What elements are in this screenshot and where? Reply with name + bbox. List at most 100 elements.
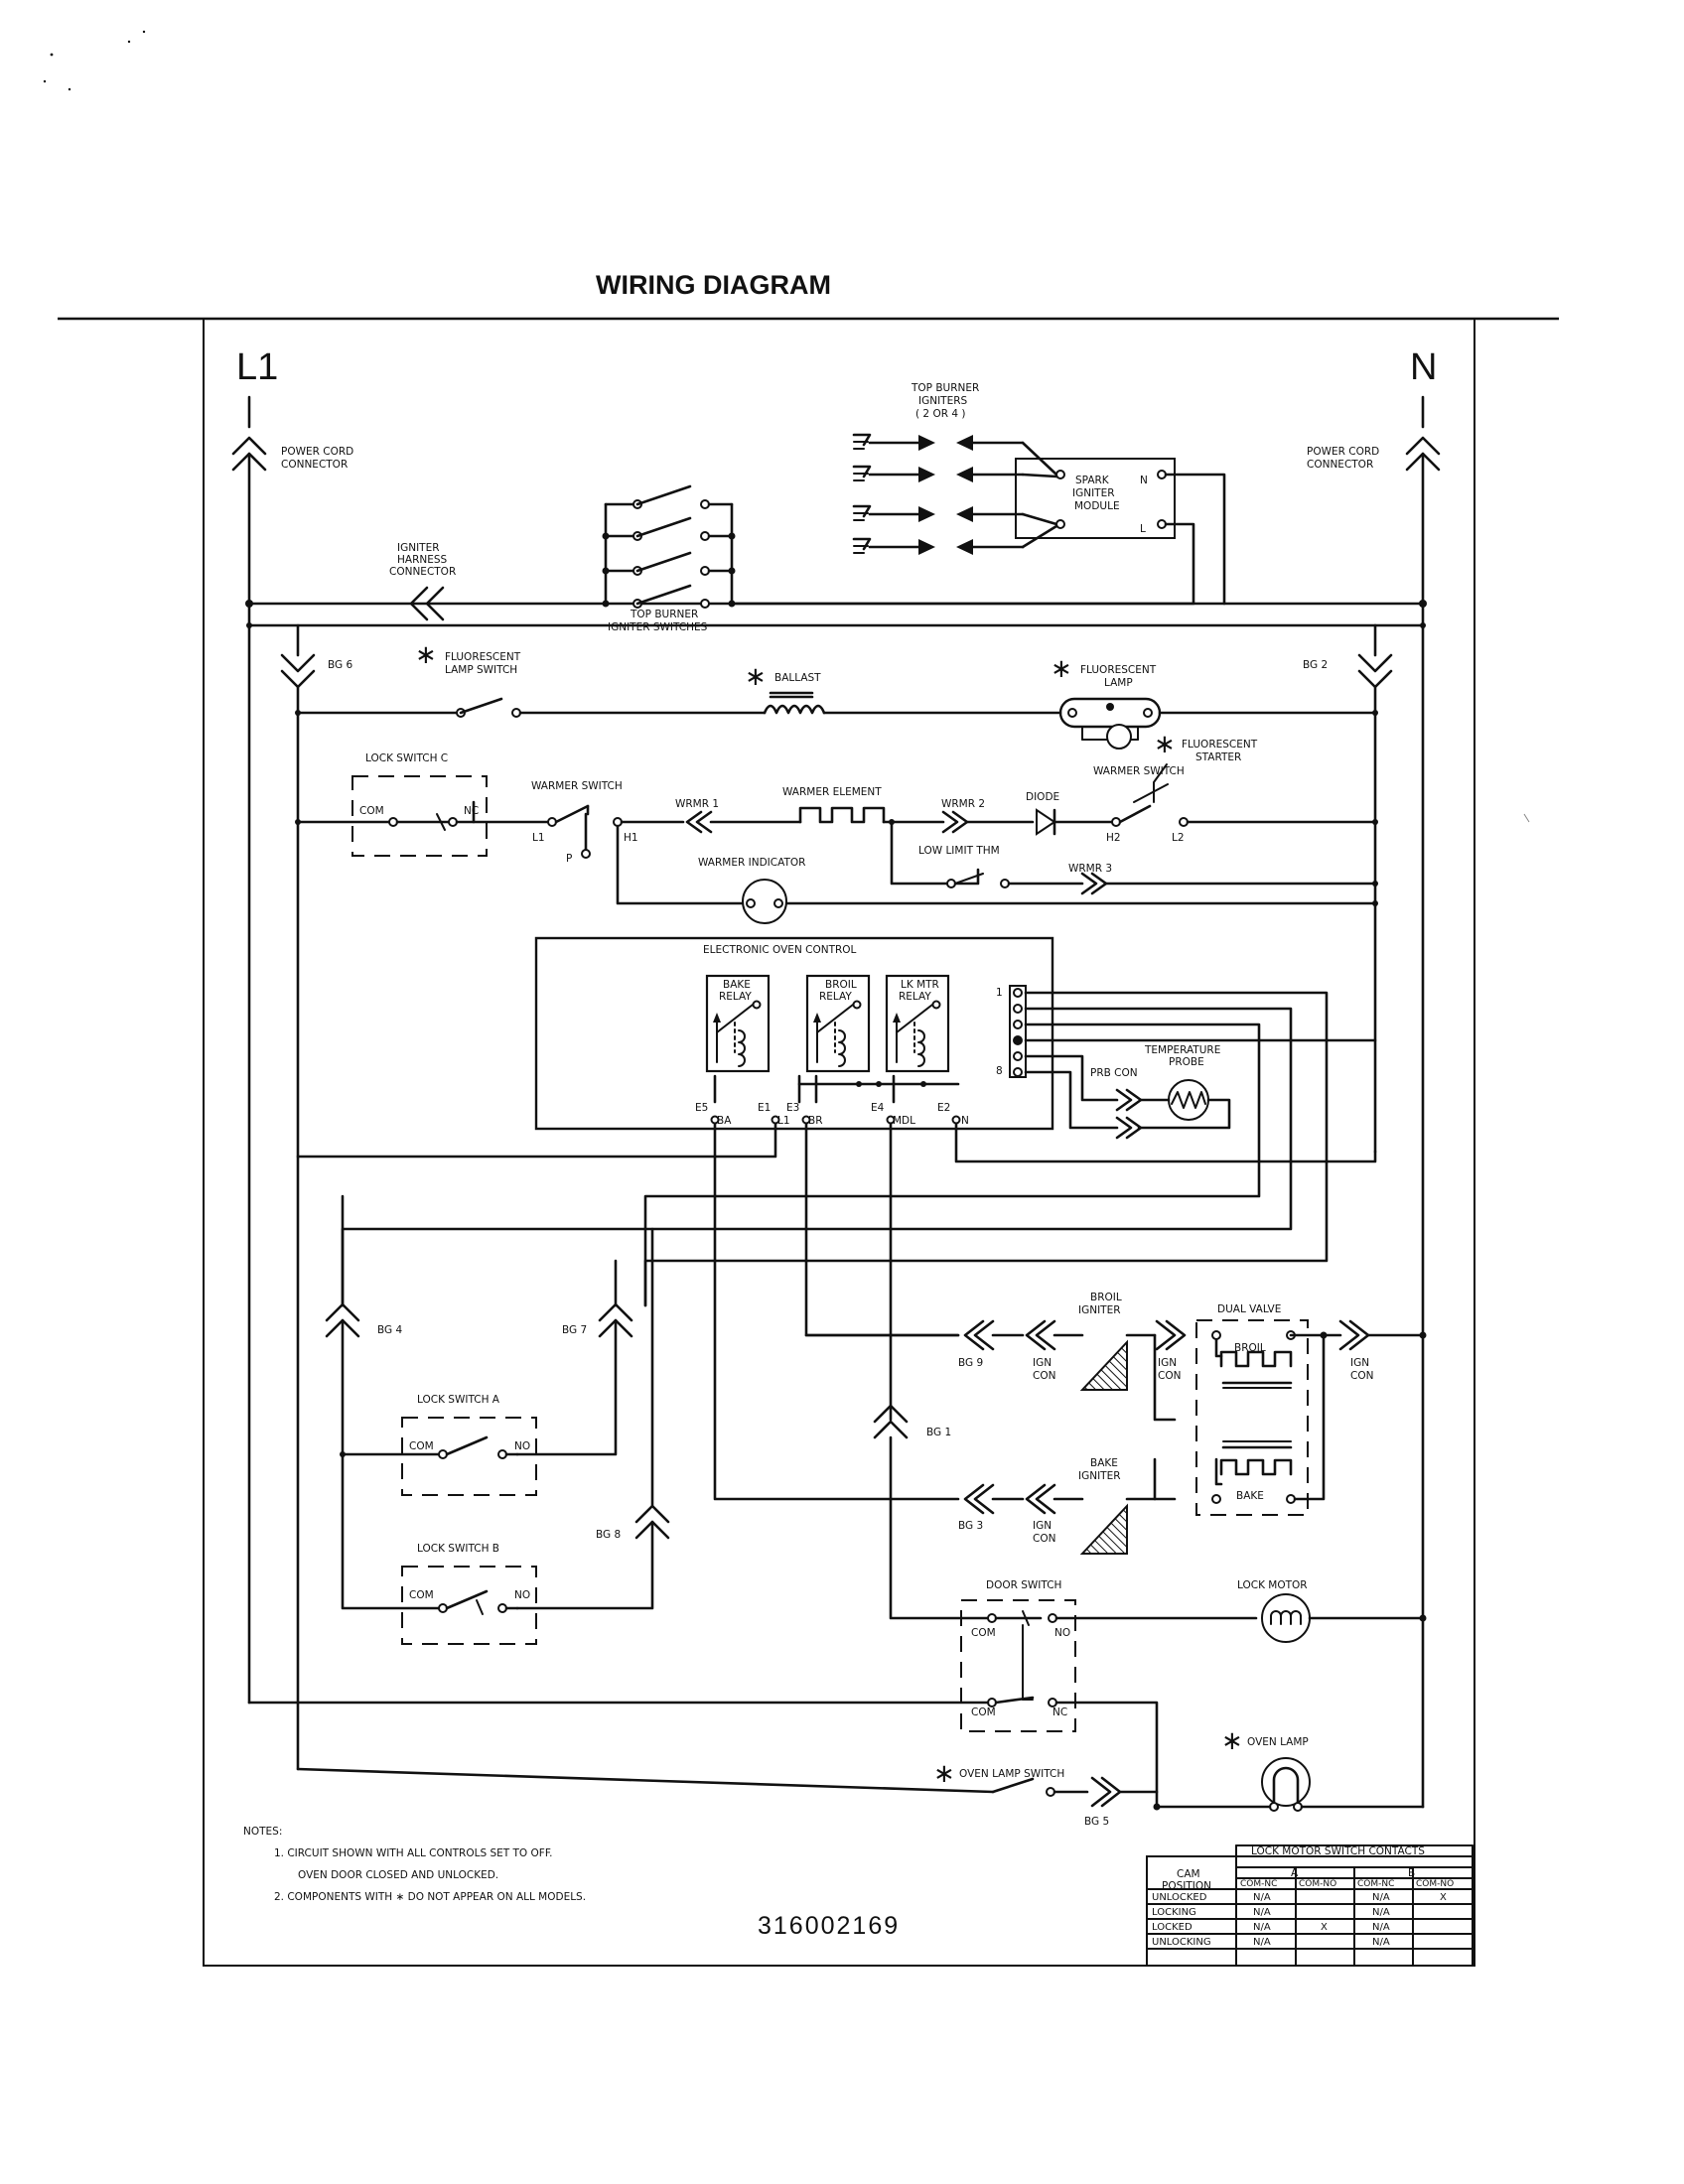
- lock-switch-b: LOCK SWITCH B COM NO: [341, 1452, 537, 1645]
- bg2-connector: BG 2: [1303, 623, 1393, 689]
- power-cord-connector-right: POWER CORD CONNECTOR: [1307, 395, 1441, 472]
- eoc-pin: [1013, 1067, 1023, 1077]
- broil-igniter-line2: IGNITER: [1078, 1304, 1121, 1316]
- power-cord-connector-left: POWER CORD CONNECTOR: [231, 395, 353, 472]
- ballast-asterisk: ∗: [745, 662, 767, 692]
- bg1-label: BG 1: [926, 1427, 951, 1438]
- warmer-switch-label: WARMER SWITCH: [531, 780, 623, 792]
- power-cord-right-line2: CONNECTOR: [1307, 459, 1373, 471]
- spark-igniter-module: SPARK IGNITER MODULE N L: [730, 458, 1226, 606]
- oven-lamp-switch: ∗ OVEN LAMP SWITCH BG 5: [296, 1759, 1159, 1828]
- lock-switch-c-label: LOCK SWITCH C: [365, 752, 448, 764]
- notes-heading: NOTES:: [243, 1826, 282, 1838]
- fluor-lamp-line2: LAMP: [1104, 677, 1133, 689]
- bg4-label: BG 4: [377, 1324, 402, 1336]
- e3-label: E3: [786, 1102, 799, 1114]
- fluor-starter-line2: STARTER: [1195, 751, 1241, 763]
- lsb-no-label: NO: [514, 1589, 530, 1601]
- part-number: 316002169: [758, 1912, 900, 1940]
- lsc-nc-label: NC: [464, 805, 479, 817]
- warmer-element-circuit: WRMR 1 WARMER ELEMENT WRMR 2 DIODE H2 WA…: [675, 763, 1378, 844]
- broil-igniter-line1: BROIL: [1090, 1292, 1122, 1303]
- eoc-pin: [1013, 1004, 1023, 1014]
- warmer-h1-label: H1: [624, 832, 638, 844]
- lock-motor-label: LOCK MOTOR: [1237, 1579, 1308, 1591]
- scan-specks: [43, 30, 146, 91]
- oven-lamp: ∗ OVEN LAMP: [1153, 1726, 1425, 1812]
- diode-label: DIODE: [1026, 791, 1059, 803]
- table-cell: N/A: [1372, 1907, 1390, 1918]
- bg6-connector: BG 6: [280, 623, 352, 689]
- broil-ign-con-left-2: CON: [1033, 1370, 1055, 1382]
- broil-relay: [805, 974, 871, 1073]
- bg9-label: BG 9: [958, 1357, 983, 1369]
- table-group-b: B: [1408, 1867, 1415, 1879]
- bg3-label: BG 3: [958, 1520, 983, 1532]
- ba-label: BA: [717, 1115, 732, 1127]
- ballast-label: BALLAST: [774, 672, 821, 684]
- table-row-name: LOCKED: [1152, 1922, 1193, 1933]
- igniter-harness-connector: IGNITER HARNESS CONNECTOR: [389, 542, 456, 621]
- table-cell: X: [1321, 1922, 1328, 1933]
- warmer-indicator: WARMER INDICATOR: [698, 857, 1378, 924]
- table-row-name: UNLOCKING: [1152, 1937, 1211, 1948]
- table-position: POSITION: [1162, 1880, 1211, 1892]
- page-title: WIRING DIAGRAM: [596, 270, 831, 300]
- tb-igniters-line2: IGNITERS: [918, 395, 968, 407]
- mdl-label: MDL: [893, 1115, 915, 1127]
- dual-valve-label: DUAL VALVE: [1217, 1303, 1281, 1315]
- l1-label: L1: [236, 346, 278, 388]
- temp-probe-line2: PROBE: [1169, 1056, 1204, 1068]
- eoc-pin: [1013, 1020, 1023, 1029]
- broil-relay-line2: RELAY: [819, 991, 852, 1003]
- power-cord-left-line1: POWER CORD: [281, 446, 353, 458]
- lsa-com-label: COM: [409, 1440, 434, 1452]
- table-cell: N/A: [1372, 1937, 1390, 1948]
- bake-igniter-circuit: BG 3 IGN CON BAKE IGNITER: [958, 1457, 1177, 1555]
- h2-label: H2: [1106, 832, 1121, 844]
- lock-switch-a: LOCK SWITCH A COM NO: [340, 1394, 537, 1496]
- table-subheader: COM-NC: [1240, 1879, 1277, 1889]
- table-subheader: COM-NC: [1357, 1879, 1394, 1889]
- igniter-row: [852, 504, 1058, 526]
- n-small-label: N: [961, 1115, 969, 1127]
- bake-relay: [705, 974, 771, 1073]
- power-cord-left-line2: CONNECTOR: [281, 459, 348, 471]
- lock-motor-contacts-table: LOCK MOTOR SWITCH CONTACTS CAM POSITION …: [1146, 1844, 1474, 1967]
- lock-motor: LOCK MOTOR: [1237, 1579, 1427, 1643]
- igniter-row: [852, 524, 1058, 555]
- table-cell: N/A: [1372, 1892, 1390, 1903]
- tb-igniters-line1: TOP BURNER: [911, 382, 979, 394]
- bg8-label: BG 8: [596, 1529, 621, 1541]
- electronic-oven-control: ELECTRONIC OVEN CONTROL BAKE RELAY BROIL…: [534, 936, 1231, 1140]
- eoc-pin: [1013, 1035, 1023, 1045]
- bake-ign-con-1: IGN: [1033, 1520, 1052, 1532]
- bake-igniter-line1: BAKE: [1090, 1457, 1118, 1469]
- valve-bake-label: BAKE: [1236, 1490, 1264, 1502]
- lock-switch-b-label: LOCK SWITCH B: [417, 1543, 499, 1555]
- table-cell: X: [1440, 1892, 1447, 1903]
- tb-switches-line2: IGNITER SWITCHES: [608, 621, 708, 633]
- ds-no-top: NO: [1054, 1627, 1070, 1639]
- relay-internal: [813, 1000, 862, 1067]
- valve-ign-con-1: IGN: [1350, 1357, 1369, 1369]
- igniter-row: [852, 465, 1058, 482]
- warmer-l1-label: L1: [532, 832, 545, 844]
- relay-internal: [893, 1000, 941, 1067]
- oven-lamp-label: OVEN LAMP: [1247, 1736, 1309, 1748]
- bg4-connector: BG 4: [325, 1194, 402, 1456]
- prb-con-label: PRB CON: [1090, 1067, 1138, 1079]
- table-group-a: A: [1291, 1867, 1299, 1879]
- warmer-p-label: P: [566, 853, 572, 865]
- fluor-starter-asterisk: ∗: [1154, 730, 1176, 759]
- low-limit-thermostat: LOW LIMIT THM WRMR 3: [889, 819, 1378, 895]
- wrmr3-label: WRMR 3: [1068, 863, 1112, 875]
- spark-module-line2: IGNITER: [1072, 487, 1115, 499]
- l2-label: L2: [1172, 832, 1185, 844]
- lock-switch-c: LOCK SWITCH C COM NC: [295, 752, 550, 857]
- relay-internal: [713, 1000, 762, 1067]
- igniter-harness-line3: CONNECTOR: [389, 566, 456, 578]
- lk-relay-line1: LK MTR: [901, 979, 939, 991]
- eoc-pin-wiring: [296, 991, 1377, 1501]
- tb-switches-line1: TOP BURNER: [630, 609, 698, 620]
